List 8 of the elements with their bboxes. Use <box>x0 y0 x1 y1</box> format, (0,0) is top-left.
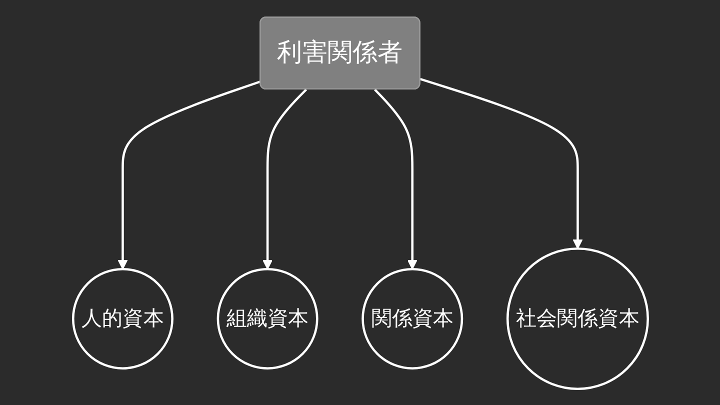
arrow <box>117 80 261 270</box>
node-circle: 人的資本 <box>72 268 173 369</box>
node-circle: 社会関係資本 <box>506 246 648 390</box>
node-circle: 組織資本 <box>216 268 318 369</box>
arrow <box>262 88 307 270</box>
node-circle: 関係資本 <box>361 268 463 369</box>
arrow <box>420 77 582 249</box>
arrow <box>374 88 417 270</box>
